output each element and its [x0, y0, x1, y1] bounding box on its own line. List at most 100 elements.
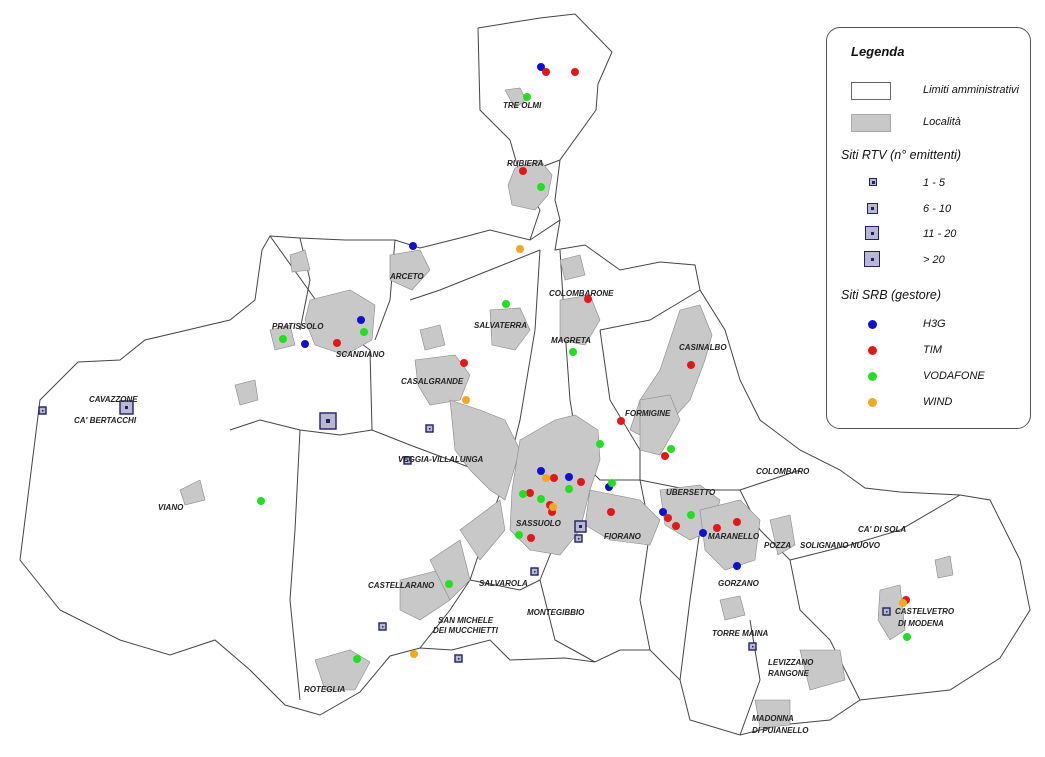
- srb-site: [661, 452, 669, 460]
- srb-site: [537, 183, 545, 191]
- legend-row-rtv: 6 - 10: [827, 200, 1030, 222]
- legend-label: Località: [923, 116, 961, 128]
- srb-site: [515, 531, 523, 539]
- srb-site: [577, 478, 585, 486]
- place-label: SALVATERRA: [474, 321, 527, 330]
- legend-label: Limiti amministrativi: [923, 84, 1019, 96]
- legend-row-operator: VODAFONE: [827, 367, 1030, 389]
- srb-site: [537, 63, 545, 71]
- srb-site: [713, 524, 721, 532]
- place-label: SALVAROLA: [479, 579, 528, 588]
- legend-label: 6 - 10: [923, 203, 952, 215]
- srb-sites-vodafone: [257, 93, 911, 663]
- place-label: CASALGRANDE: [401, 377, 464, 386]
- srb-site: [537, 467, 545, 475]
- legend-row-operator: TIM: [827, 341, 1030, 363]
- place-label: CA' DI SOLA: [858, 525, 906, 534]
- legend-label: TIM: [923, 344, 942, 356]
- place-label: DEI MUCCHIETTI: [433, 626, 499, 635]
- srb-site: [257, 497, 265, 505]
- place-label: VEGGIA-VILLALUNGA: [398, 455, 484, 464]
- rtv-square-icon: [867, 203, 878, 214]
- srb-site: [569, 348, 577, 356]
- srb-site: [542, 68, 550, 76]
- srb-site: [519, 490, 527, 498]
- legend-label: 11 - 20: [923, 228, 957, 240]
- legend-panel: Legenda Limiti amministrativi Località S…: [826, 27, 1031, 429]
- place-label: COLOMBARONE: [549, 289, 614, 298]
- place-label: COLOMBARO: [756, 467, 810, 476]
- srb-site: [523, 93, 531, 101]
- srb-site: [667, 445, 675, 453]
- srb-site: [608, 479, 616, 487]
- srb-site: [687, 511, 695, 519]
- legend-label: 1 - 5: [923, 177, 946, 189]
- place-label: DI PUIANELLO: [752, 726, 809, 735]
- place-label: FIORANO: [604, 532, 642, 541]
- localita-swatch: [851, 114, 891, 132]
- legend-row-rtv: > 20: [827, 251, 1030, 273]
- place-label: SOLIGNANO NUOVO: [800, 541, 881, 550]
- srb-site: [526, 489, 534, 497]
- srb-site: [410, 650, 418, 658]
- place-label: MADONNA: [752, 714, 794, 723]
- legend-label: WIND: [923, 396, 953, 408]
- place-label: CA' BERTACCHI: [74, 416, 137, 425]
- legend-row-rtv: 1 - 5: [827, 174, 1030, 196]
- srb-site: [584, 295, 592, 303]
- srb-site: [516, 245, 524, 253]
- place-label: SAN MICHELE: [438, 616, 494, 625]
- place-label: POZZA: [764, 541, 791, 550]
- place-label: ROTEGLIA: [304, 685, 346, 694]
- legend-row-rtv: 11 - 20: [827, 225, 1030, 247]
- srb-site: [699, 529, 707, 537]
- srb-site: [565, 473, 573, 481]
- srb-site: [333, 339, 341, 347]
- srb-site: [733, 562, 741, 570]
- place-label: LEVIZZANO: [768, 658, 814, 667]
- operator-dot-icon: [868, 398, 877, 407]
- srb-site: [549, 503, 557, 511]
- srb-section-title: Siti SRB (gestore): [841, 288, 942, 302]
- rtv-section-title: Siti RTV (n° emittenti): [841, 148, 962, 162]
- place-label: TORRE MAINA: [712, 629, 769, 638]
- srb-site: [537, 495, 545, 503]
- srb-sites-tim: [333, 68, 910, 604]
- place-label: CASTELVETRO: [895, 607, 955, 616]
- srb-site: [733, 518, 741, 526]
- place-label: GORZANO: [718, 579, 760, 588]
- srb-site: [899, 599, 907, 607]
- srb-site: [607, 508, 615, 516]
- srb-site: [672, 522, 680, 530]
- rtv-square-icon: [864, 251, 880, 267]
- srb-site: [279, 335, 287, 343]
- place-label: FORMIGINE: [625, 409, 671, 418]
- place-label: CAVAZZONE: [89, 395, 138, 404]
- place-label: UBERSETTO: [666, 488, 716, 497]
- place-label: TRE OLMI: [503, 101, 542, 110]
- place-label: PRATISSOLO: [272, 322, 324, 331]
- place-label: MAGRETA: [551, 336, 591, 345]
- rtv-square-icon: [869, 178, 877, 186]
- place-label: CASINALBO: [679, 343, 727, 352]
- srb-site: [301, 340, 309, 348]
- srb-site: [357, 316, 365, 324]
- srb-site: [353, 655, 361, 663]
- operator-dot-icon: [868, 346, 877, 355]
- legend-title: Legenda: [851, 44, 905, 59]
- srb-site: [664, 514, 672, 522]
- srb-site: [596, 440, 604, 448]
- legend-row-localita: Località: [827, 113, 1030, 135]
- operator-dot-icon: [868, 320, 877, 329]
- place-label: CASTELLARANO: [368, 581, 435, 590]
- place-label: MONTEGIBBIO: [527, 608, 585, 617]
- rtv-square-icon: [865, 226, 879, 240]
- legend-row-limits: Limiti amministrativi: [827, 81, 1030, 103]
- legend-label: VODAFONE: [923, 370, 985, 382]
- srb-site: [542, 474, 550, 482]
- legend-row-operator: H3G: [827, 315, 1030, 337]
- legend-label: > 20: [923, 254, 945, 266]
- srb-site: [687, 361, 695, 369]
- srb-site: [519, 167, 527, 175]
- srb-site: [360, 328, 368, 336]
